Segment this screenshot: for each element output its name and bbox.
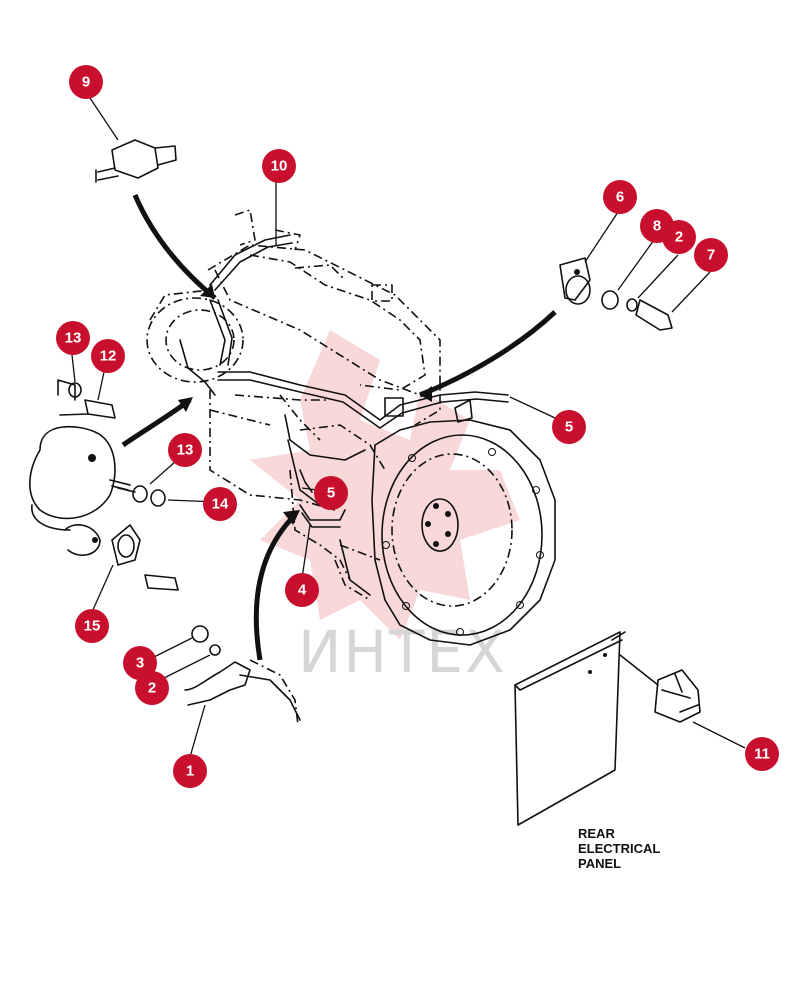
svg-text:2: 2: [148, 680, 156, 697]
svg-text:8: 8: [653, 218, 661, 235]
svg-text:13: 13: [177, 442, 194, 459]
rear-electrical-panel: [514, 631, 626, 826]
callout-4: 4: [285, 573, 319, 607]
svg-text:5: 5: [565, 419, 573, 436]
panel-switch: [619, 654, 701, 723]
svg-text:7: 7: [707, 247, 715, 264]
svg-text:2: 2: [675, 229, 683, 246]
callout-12: 12: [91, 339, 125, 373]
svg-text:4: 4: [298, 582, 307, 599]
cable-terminal: [184, 625, 301, 726]
clamp-assembly: [559, 257, 673, 331]
wiring-harness: [179, 234, 509, 528]
svg-text:6: 6: [616, 189, 624, 206]
callout-7: 7: [694, 238, 728, 272]
svg-text:3: 3: [136, 655, 144, 672]
svg-text:14: 14: [212, 496, 229, 513]
pointer-arrows: [121, 194, 557, 661]
callout-5-center: 5: [314, 476, 348, 510]
panel-label-line-2: ELECTRICAL: [578, 841, 660, 856]
svg-text:12: 12: [100, 348, 117, 365]
alternator-detail: [29, 425, 131, 556]
terminal-bracket: [57, 379, 116, 419]
svg-text:11: 11: [754, 746, 770, 763]
callout-15: 15: [75, 609, 109, 643]
svg-text:15: 15: [84, 618, 101, 635]
watermark-logo: [250, 330, 520, 640]
engine-block: [207, 209, 441, 601]
engine-alternator: [146, 289, 244, 383]
temperature-sensor: [95, 139, 177, 183]
callout-2-top: 2: [662, 220, 696, 254]
flywheel-housing: [371, 419, 556, 646]
callout-2-bottom: 2: [135, 671, 169, 705]
callout-5-right: 5: [552, 410, 586, 444]
svg-text:10: 10: [271, 158, 288, 175]
callout-10: 10: [262, 149, 296, 183]
nut-washer: [117, 485, 166, 507]
svg-text:9: 9: [82, 74, 90, 91]
harness-clamp: [111, 524, 179, 591]
callout-13-mid: 13: [168, 433, 202, 467]
watermark-text: ИНТЕХ: [298, 618, 507, 686]
callout-6: 6: [603, 180, 637, 214]
callout-14: 14: [203, 487, 237, 521]
harness-clamp-block: [384, 397, 473, 423]
callout-13-top: 13: [56, 321, 90, 355]
panel-label-line-3: PANEL: [578, 856, 621, 871]
callout-11: 11: [745, 737, 779, 771]
panel-label-line-1: REAR: [578, 826, 615, 841]
svg-text:13: 13: [65, 330, 82, 347]
svg-text:5: 5: [327, 485, 335, 502]
callout-9: 9: [69, 65, 103, 99]
callout-1: 1: [173, 754, 207, 788]
svg-text:1: 1: [186, 763, 194, 780]
